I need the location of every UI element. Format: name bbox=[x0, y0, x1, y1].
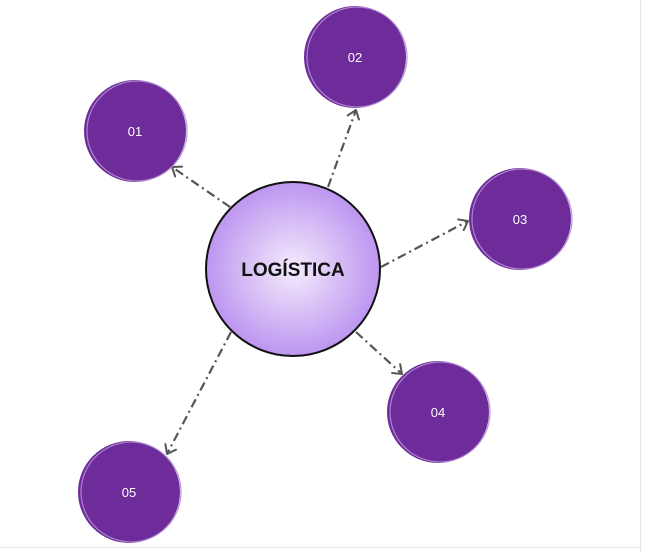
node-04-ring bbox=[389, 361, 491, 463]
node-01-circle bbox=[84, 80, 186, 182]
node-01-ring bbox=[86, 80, 188, 182]
canvas-right-border bbox=[640, 0, 641, 551]
node-05-label: 05 bbox=[122, 485, 136, 500]
hub-circle bbox=[205, 181, 381, 357]
connector-to-02 bbox=[326, 109, 360, 188]
connector-to-01 bbox=[171, 165, 231, 208]
node-02[interactable]: 02 bbox=[304, 6, 408, 108]
node-02-circle bbox=[304, 6, 406, 108]
node-03-ring bbox=[471, 168, 573, 270]
connector-to-05 bbox=[164, 331, 232, 455]
node-05-circle bbox=[78, 441, 180, 543]
connectors bbox=[164, 109, 469, 455]
canvas-bottom-border bbox=[0, 547, 640, 548]
node-03[interactable]: 03 bbox=[469, 168, 573, 270]
node-03-label: 03 bbox=[513, 212, 527, 227]
node-02-ring bbox=[306, 6, 408, 108]
hub-label: LOGÍSTICA bbox=[241, 259, 345, 281]
node-05[interactable]: 05 bbox=[78, 441, 182, 543]
node-03-circle bbox=[469, 168, 571, 270]
node-01-label: 01 bbox=[128, 124, 142, 139]
connector-to-03 bbox=[380, 218, 469, 268]
node-04-circle bbox=[387, 361, 489, 463]
node-05-ring bbox=[80, 441, 182, 543]
hub-node[interactable]: LOGÍSTICA bbox=[205, 181, 381, 357]
node-04-label: 04 bbox=[431, 405, 445, 420]
node-04[interactable]: 04 bbox=[387, 361, 491, 463]
node-02-label: 02 bbox=[348, 50, 362, 65]
connector-to-04 bbox=[355, 331, 403, 375]
node-01[interactable]: 01 bbox=[84, 80, 188, 182]
